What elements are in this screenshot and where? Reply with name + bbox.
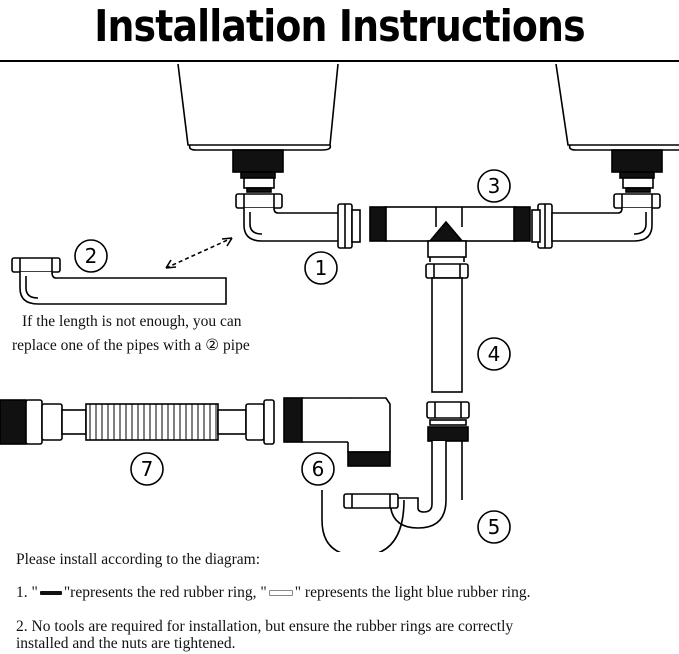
- instruction-2-line-1: 2. No tools are required for installatio…: [16, 618, 514, 635]
- replace-arrow-head-right: [221, 237, 233, 247]
- label-circle-3: [477, 169, 511, 203]
- label-circle-7: [130, 452, 164, 486]
- note-line-2: replace one of the pipes with a ② pipe: [12, 337, 250, 354]
- label-circle-2: [74, 239, 108, 273]
- part-3-tee: [369, 206, 531, 262]
- note-line-1: If the length is not enough, you can: [22, 313, 242, 330]
- pipe-diagram: 1 2 3 4 5 6 7: [0, 63, 679, 552]
- label-circle-5: [477, 510, 511, 544]
- instruction-1-prefix: 1. ": [16, 584, 38, 601]
- label-4: 4: [488, 342, 501, 366]
- part-7-flex-pipe: [0, 399, 275, 445]
- part-2-replacement-elbow: [11, 257, 227, 305]
- part-1-left-elbow: [235, 193, 361, 249]
- page-title: Installation Instructions: [94, 1, 585, 52]
- part-5-p-trap: [321, 401, 470, 552]
- replace-arrow-head-left: [165, 259, 177, 269]
- part-6-elbow: [283, 397, 391, 467]
- instruction-1-mid: "represents the red rubber ring, ": [63, 584, 267, 601]
- label-circle-4: [477, 337, 511, 371]
- right-sink: [555, 63, 679, 193]
- label-5: 5: [488, 515, 501, 539]
- left-sink: [177, 63, 339, 193]
- red-ring-icon: [39, 591, 62, 596]
- instruction-2-line-2: installed and the nuts are tightened.: [16, 635, 236, 652]
- label-circle-1: [304, 251, 338, 285]
- blue-ring-icon: [268, 590, 293, 597]
- label-circle-6: [301, 452, 335, 486]
- label-1: 1: [315, 256, 328, 280]
- label-2: 2: [85, 244, 98, 268]
- right-elbow: [531, 193, 661, 249]
- label-3: 3: [488, 174, 501, 198]
- label-6: 6: [312, 457, 325, 481]
- part-4-tailpiece: [425, 263, 469, 393]
- instructions-intro: Please install according to the diagram:: [16, 551, 261, 568]
- replace-arrow: [165, 237, 233, 269]
- instruction-1-suffix: " represents the light blue rubber ring.: [294, 584, 531, 601]
- title-divider: [0, 60, 679, 62]
- flex-pipe-ridges: [89, 404, 217, 440]
- label-7: 7: [141, 457, 154, 481]
- instruction-1: 1. " "represents the red rubber ring, " " …: [16, 584, 530, 602]
